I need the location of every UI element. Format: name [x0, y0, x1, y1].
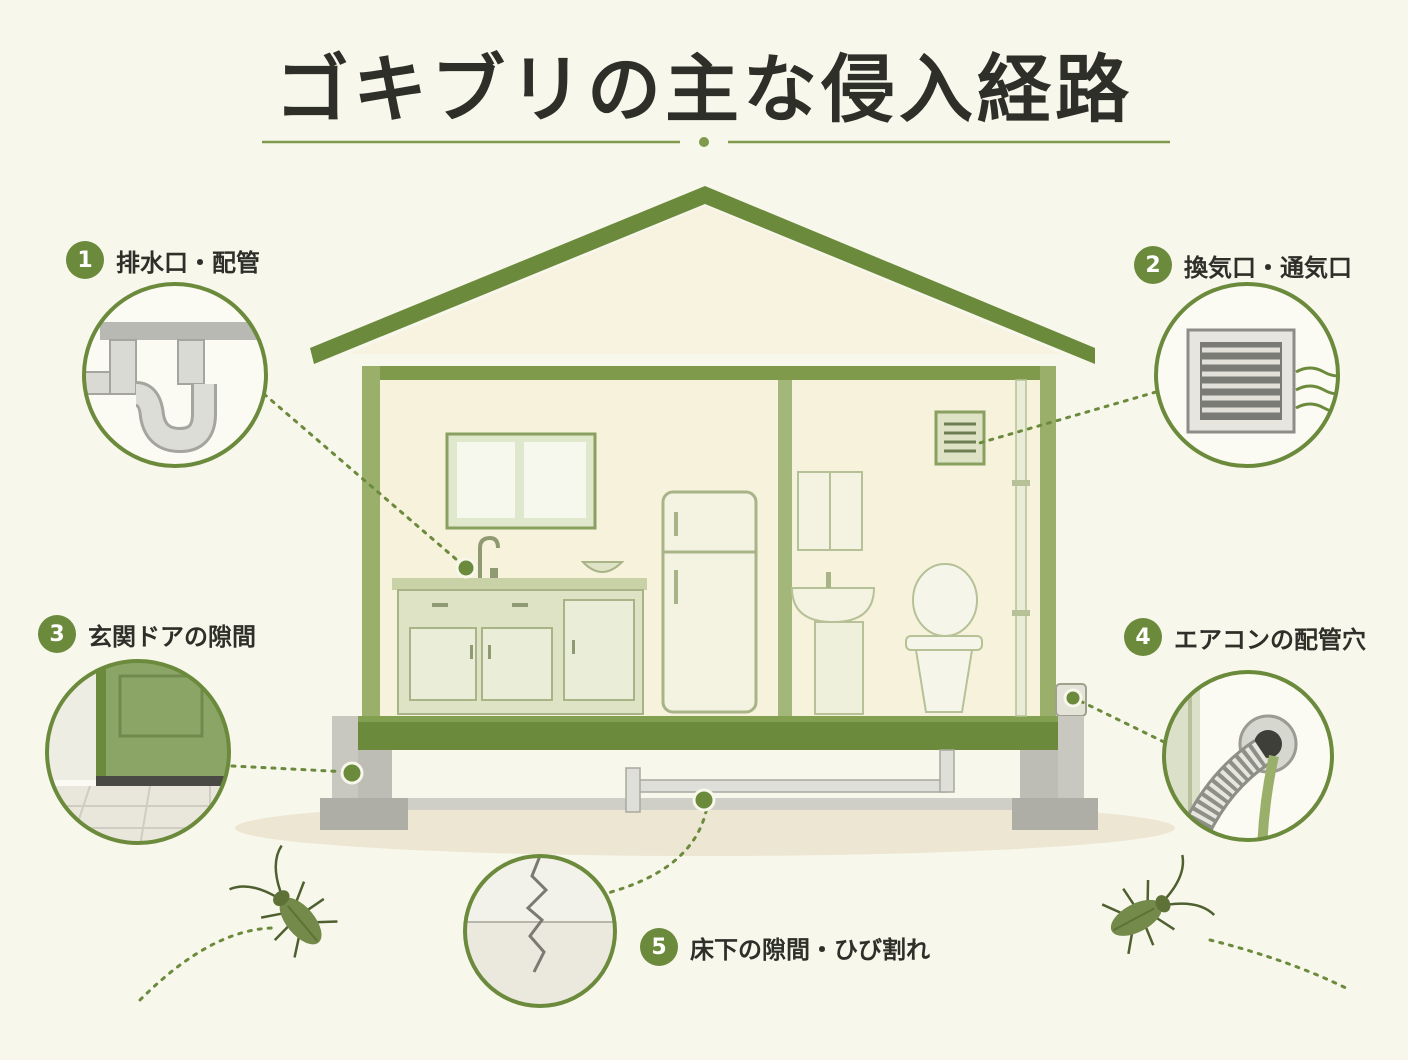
route-label-text: 排水口・配管	[116, 248, 260, 277]
floor-crack-icon	[463, 854, 617, 1008]
cockroach-left	[229, 844, 338, 958]
route-label-text: 玄関ドアの隙間	[88, 622, 256, 651]
drain-pipe-icon	[82, 282, 268, 468]
route-label-5: 5 床下の隙間・ひび割れ	[640, 928, 930, 966]
cockroach-right	[1101, 854, 1216, 955]
route-label-text: 床下の隙間・ひび割れ	[690, 935, 930, 964]
route-number-badge: 2	[1134, 246, 1172, 284]
route-number-badge: 3	[38, 615, 76, 653]
roof	[310, 186, 1095, 364]
aircon-hole-icon	[1162, 670, 1334, 842]
page-title: ゴキブリの主な侵入経路	[275, 47, 1133, 133]
route-label-text: エアコンの配管穴	[1174, 625, 1366, 654]
title-divider	[262, 137, 1170, 147]
route-markers	[340, 557, 1083, 812]
bathroom-fixtures	[790, 379, 1030, 717]
route-number-badge: 4	[1124, 618, 1162, 656]
route-label-text: 換気口・通気口	[1184, 253, 1352, 282]
route-label-3: 3 玄関ドアの隙間	[38, 615, 256, 653]
route-label-1: 1 排水口・配管	[66, 241, 260, 279]
kitchen-window	[445, 432, 597, 530]
vent-icon	[1154, 282, 1340, 468]
door-gap-icon	[45, 659, 231, 845]
kitchen-counter	[392, 535, 647, 715]
route-connectors	[138, 390, 1352, 1002]
ground-shadow	[235, 800, 1175, 856]
route-label-4: 4 エアコンの配管穴	[1124, 618, 1366, 656]
route-number-badge: 5	[640, 928, 678, 966]
refrigerator	[661, 490, 758, 714]
route-number-badge: 1	[66, 241, 104, 279]
foundation	[320, 716, 1098, 830]
route-label-2: 2 換気口・通気口	[1134, 246, 1352, 284]
